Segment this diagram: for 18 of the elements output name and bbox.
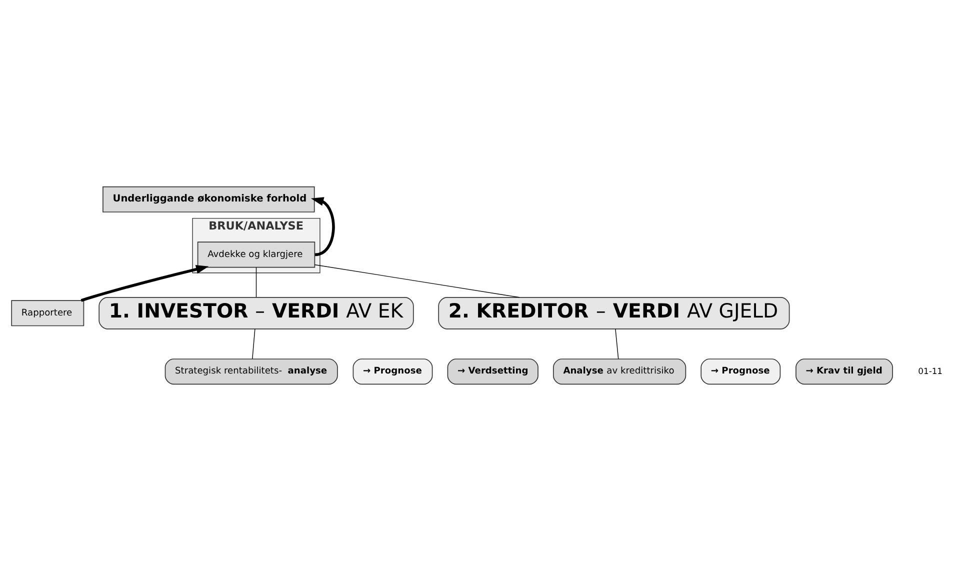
node-box: 2. KREDITOR – VERDI AV GJELD [438, 296, 790, 330]
node-box: → Krav til gjeld [796, 358, 893, 385]
node-box: Analyse av kredittrisiko [552, 358, 686, 385]
node-box: Underliggande økonomiske forhold [102, 186, 315, 212]
arrow [80, 265, 209, 302]
node-box: 1. INVESTOR – VERDI AV EK [98, 296, 414, 330]
node-box: → Verdsetting [447, 358, 538, 385]
node-box: → Prognose [352, 358, 433, 385]
connector [256, 267, 257, 298]
node-box: → Prognose [700, 358, 781, 385]
node-box: Avdekke og klargjere [197, 242, 316, 268]
connector [615, 328, 619, 360]
label: 01-11 [918, 366, 943, 376]
node-box: Rapportere [11, 300, 84, 326]
arrow [310, 197, 335, 256]
node-box: Strategisk rentabilitets- analyse [164, 358, 338, 385]
connector [252, 328, 256, 360]
connector [314, 264, 520, 298]
